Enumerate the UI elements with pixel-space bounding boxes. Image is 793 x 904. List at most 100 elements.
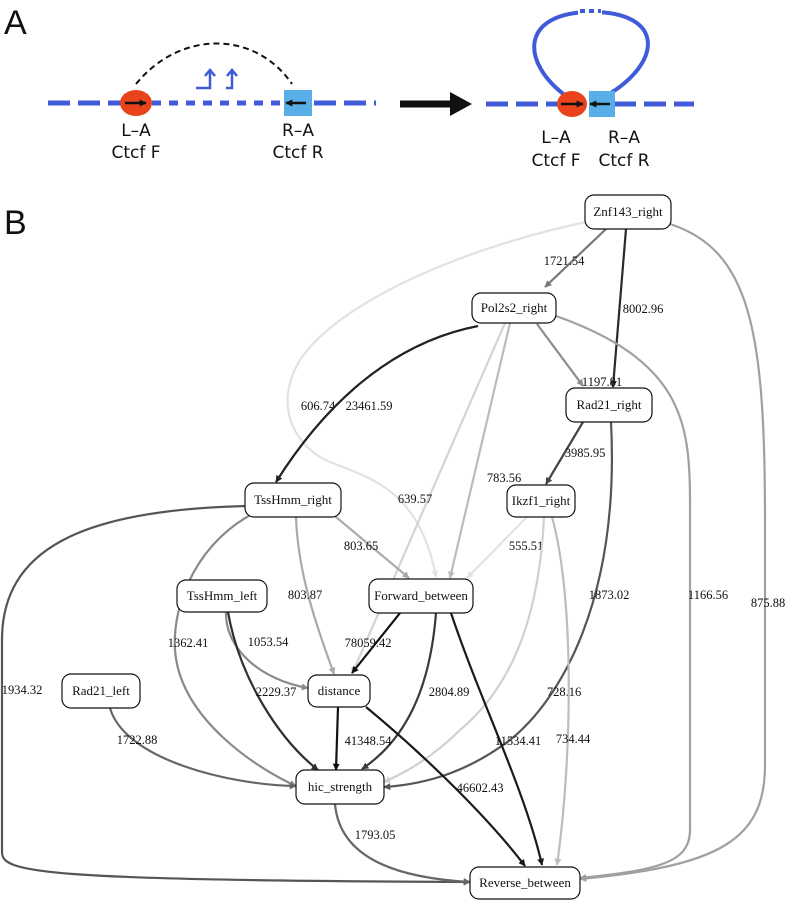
edge-distance-to-hic-strength: 41348.54 bbox=[332, 706, 393, 771]
node-label: Ikzf1_right bbox=[512, 493, 571, 508]
edge-rad21-right-to-ikzf1-right: 3985.95 bbox=[545, 421, 606, 485]
edge-path bbox=[610, 228, 628, 388]
edge-tsshmm-right-to-reverse-between: 1934.32 bbox=[0, 504, 471, 886]
node-box bbox=[469, 866, 581, 900]
edge-forward-between-to-reverse-between: 11534.41 bbox=[449, 612, 545, 866]
node-label: TssHmm_right bbox=[254, 492, 332, 507]
edge-weight-label: 1722.88 bbox=[117, 733, 158, 747]
right-site-motif: Ctcf R bbox=[272, 143, 323, 163]
node-rad21-left: Rad21_left bbox=[61, 673, 141, 709]
edge-path bbox=[550, 516, 570, 866]
edge-pol2s2-right-to-distance: 639.57 bbox=[350, 322, 507, 675]
transcription-start-icon bbox=[196, 68, 238, 90]
edge-path bbox=[351, 612, 401, 674]
edge-rad21-left-to-hic-strength: 1722.88 bbox=[108, 707, 297, 790]
edge-znf143-right-to-reverse-between: 875.88 bbox=[579, 222, 785, 882]
edge-path bbox=[555, 314, 692, 881]
edge-weight-label: 1721.54 bbox=[544, 254, 585, 268]
edge-weight-label: 803.87 bbox=[288, 588, 322, 602]
panel-b-letter: B bbox=[4, 204, 27, 242]
edge-weight-label: 8002.96 bbox=[623, 302, 664, 316]
edges-layer: 1721.54 8002.96 875.88 606.74 23461.59 1197.8… bbox=[0, 218, 785, 886]
edge-weight-label: 803.65 bbox=[344, 539, 378, 553]
node-box bbox=[307, 674, 371, 708]
edge-pol2s2-right-to-tsshmm-right: 23461.59 bbox=[275, 324, 479, 483]
edge-path bbox=[350, 322, 507, 675]
node-label: Pol2s2_right bbox=[481, 300, 548, 315]
node-box bbox=[471, 292, 557, 324]
edge-weight-label: 1166.56 bbox=[688, 588, 728, 602]
panel-b: B 1721.54 8002.96 875.88 606.74 23461.59 1197… bbox=[0, 194, 785, 900]
edge-weight-label: 606.74 bbox=[301, 399, 336, 413]
edge-path bbox=[544, 228, 607, 288]
node-ikzf1-right: Ikzf1_right bbox=[506, 484, 576, 518]
edge-pol2s2-right-to-forward-between: 783.56 bbox=[448, 322, 521, 579]
edge-weight-label: 728.16 bbox=[547, 685, 581, 699]
chromatin-loop bbox=[532, 9, 650, 98]
edge-weight-label: 1197.81 bbox=[582, 375, 622, 389]
edge-path bbox=[275, 324, 479, 483]
edge-ikzf1-right-to-forward-between: 555.51 bbox=[466, 516, 543, 579]
node-label: Rad21_right bbox=[577, 397, 642, 412]
edge-weight-label: 734.44 bbox=[556, 732, 591, 746]
edge-path bbox=[108, 707, 297, 790]
edge-tsshmm-left-to-distance: 1053.54 bbox=[224, 611, 309, 691]
unlooped-dna: L–A Ctcf F R–A Ctcf R bbox=[48, 42, 376, 163]
edge-tsshmm-right-to-distance: 803.87 bbox=[288, 516, 336, 675]
edge-forward-between-to-distance: 78059.42 bbox=[345, 612, 401, 674]
node-tsshmm-left: TssHmm_left bbox=[176, 579, 268, 613]
edge-ikzf1-right-to-reverse-between: 734.44 bbox=[550, 516, 591, 866]
edge-weight-label: 41348.54 bbox=[345, 734, 393, 748]
edge-path bbox=[449, 612, 545, 866]
node-box bbox=[244, 482, 342, 518]
edge-weight-label: 639.57 bbox=[398, 492, 432, 506]
node-rad21-right: Rad21_right bbox=[565, 387, 653, 423]
edge-path bbox=[579, 222, 767, 882]
node-label: Reverse_between bbox=[479, 875, 571, 890]
edge-weight-label: 11534.41 bbox=[495, 734, 541, 748]
edge-path bbox=[294, 516, 336, 675]
edge-forward-between-to-hic-strength: 2804.89 bbox=[361, 612, 470, 770]
edge-weight-label: 23461.59 bbox=[346, 399, 393, 413]
edge-weight-label: 3985.95 bbox=[565, 446, 606, 460]
node-znf143-right: Znf143_right bbox=[584, 194, 672, 230]
edge-path bbox=[383, 516, 546, 784]
left-site-name: L–A bbox=[121, 121, 151, 141]
edge-rad21-right-to-hic-strength: 1873.02 bbox=[383, 421, 630, 791]
edge-weight-label: 2804.89 bbox=[429, 685, 470, 699]
looped-left-site-motif: Ctcf F bbox=[531, 151, 580, 171]
edge-path bbox=[545, 421, 584, 485]
node-box bbox=[506, 484, 576, 518]
edge-weight-label: 783.56 bbox=[487, 471, 521, 485]
node-label: distance bbox=[318, 683, 361, 698]
edge-znf143-right-to-pol2s2-right: 1721.54 bbox=[544, 228, 607, 288]
edge-weight-label: 1873.02 bbox=[589, 588, 630, 602]
edge-weight-label: 875.88 bbox=[751, 596, 785, 610]
edge-path bbox=[173, 511, 297, 788]
edge-znf143-right-to-rad21-right: 8002.96 bbox=[610, 228, 664, 388]
node-label: Rad21_left bbox=[72, 683, 130, 698]
node-label: Znf143_right bbox=[593, 204, 663, 219]
node-distance: distance bbox=[307, 674, 371, 708]
edge-pol2s2-right-to-reverse-between: 1166.56 bbox=[555, 314, 728, 881]
edge-tsshmm-right-to-hic-strength: 1362.41 bbox=[168, 511, 297, 788]
transition-arrow bbox=[400, 92, 472, 116]
edge-tsshmm-left-to-hic-strength: 2229.37 bbox=[226, 611, 319, 771]
edge-weight-label: 1362.41 bbox=[168, 636, 209, 650]
edge-pol2s2-right-to-rad21-right: 1197.81 bbox=[536, 323, 622, 389]
panel-a-letter: A bbox=[4, 4, 27, 42]
node-box bbox=[565, 387, 653, 423]
edge-weight-label: 78059.42 bbox=[345, 636, 392, 650]
node-box bbox=[176, 579, 268, 613]
edge-ikzf1-right-to-hic-strength: 728.16 bbox=[383, 516, 581, 784]
edge-tsshmm-right-to-forward-between: 803.65 bbox=[329, 511, 410, 579]
edge-path bbox=[333, 803, 471, 886]
edge-znf143-right-to-forward-between: 606.74 bbox=[286, 218, 597, 578]
looped-dna: L–A Ctcf F R–A Ctcf R bbox=[486, 4, 694, 171]
edge-path bbox=[332, 706, 340, 771]
edge-path bbox=[383, 421, 613, 791]
edge-hic-strength-to-reverse-between: 1793.05 bbox=[333, 803, 471, 886]
looped-right-site-name: R–A bbox=[608, 128, 640, 148]
nodes-layer: Znf143_rightPol2s2_rightRad21_rightTssHm… bbox=[61, 194, 672, 900]
